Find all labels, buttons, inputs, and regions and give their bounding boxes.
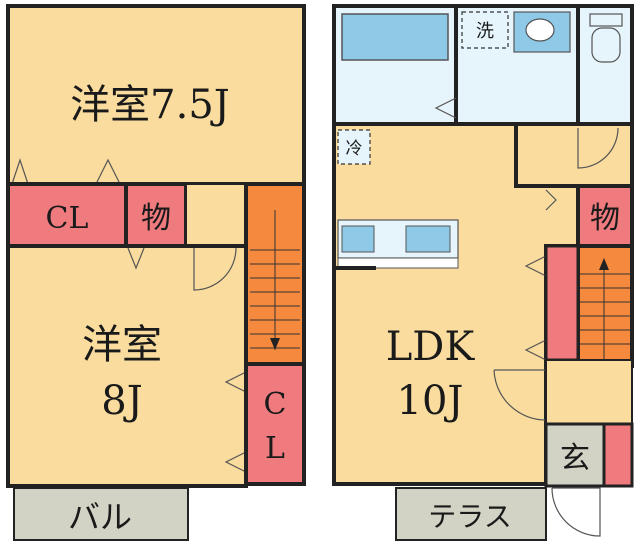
fridge-box-icon <box>337 129 371 165</box>
ldk-label-line1: LDK <box>386 324 476 370</box>
shoe-closet-area <box>602 422 634 488</box>
kitchen-stove-icon <box>341 225 375 253</box>
fridge-label: 冷 <box>346 139 363 159</box>
floor-1-plan: 洗 LDK 10J 冷 物 <box>332 4 634 541</box>
closet-cl-vertical-label-l: L <box>265 431 285 466</box>
bedroom-8j-area <box>6 244 248 488</box>
bedroom-7-5j-area <box>6 4 306 186</box>
hallway-area <box>185 183 247 247</box>
entrance-door-swing-icon <box>551 487 601 537</box>
storage-1f-area <box>576 184 634 248</box>
door-swing-icon <box>127 247 247 473</box>
sink-bowl-icon <box>525 18 555 42</box>
kitchen-sink-icon <box>405 225 451 253</box>
storage-1f-label: 物 <box>590 201 620 236</box>
entrance-label: 玄 <box>560 441 590 476</box>
closet-narrow-area <box>544 244 580 362</box>
ldk-label-line2: 10J <box>397 378 464 424</box>
stairs-1f-arrow-icon <box>599 258 609 270</box>
bathtub-icon <box>341 13 449 61</box>
balcony-area <box>13 487 189 541</box>
storage-area <box>124 182 188 250</box>
hallway-1f-area <box>514 122 634 188</box>
terrace-label: テラス <box>428 500 511 533</box>
closet-cl-vertical-area <box>244 362 306 486</box>
door-swing-icon <box>434 97 457 119</box>
bedroom-8j-label-line2: 8J <box>101 378 142 424</box>
washer-box-icon <box>461 11 509 49</box>
bedroom-8j-label-line1: 洋室 <box>82 322 162 368</box>
washer-label: 洗 <box>476 21 494 42</box>
stairs-1f-treads <box>580 262 630 362</box>
kitchen-base-icon <box>337 257 459 269</box>
door-swing-icon <box>577 127 619 169</box>
closet-cl-label: CL <box>46 201 89 236</box>
floor-2-plan: 洋室7.5J CL 物 洋室 8J <box>6 4 306 541</box>
balcony-label: バル <box>68 498 132 536</box>
bedroom-7-5j-label: 洋室7.5J <box>70 82 230 128</box>
stairs-arrow-icon <box>270 338 280 350</box>
terrace-area <box>395 487 547 541</box>
toilet-bowl-icon <box>591 27 621 63</box>
toilet-tank-icon <box>589 13 623 27</box>
door-swing-icon <box>11 158 121 185</box>
closet-cl-vertical-label-c: C <box>264 387 287 422</box>
stairs-treads <box>250 210 300 350</box>
storage-label: 物 <box>141 201 171 236</box>
entry-hall-area <box>545 359 633 425</box>
